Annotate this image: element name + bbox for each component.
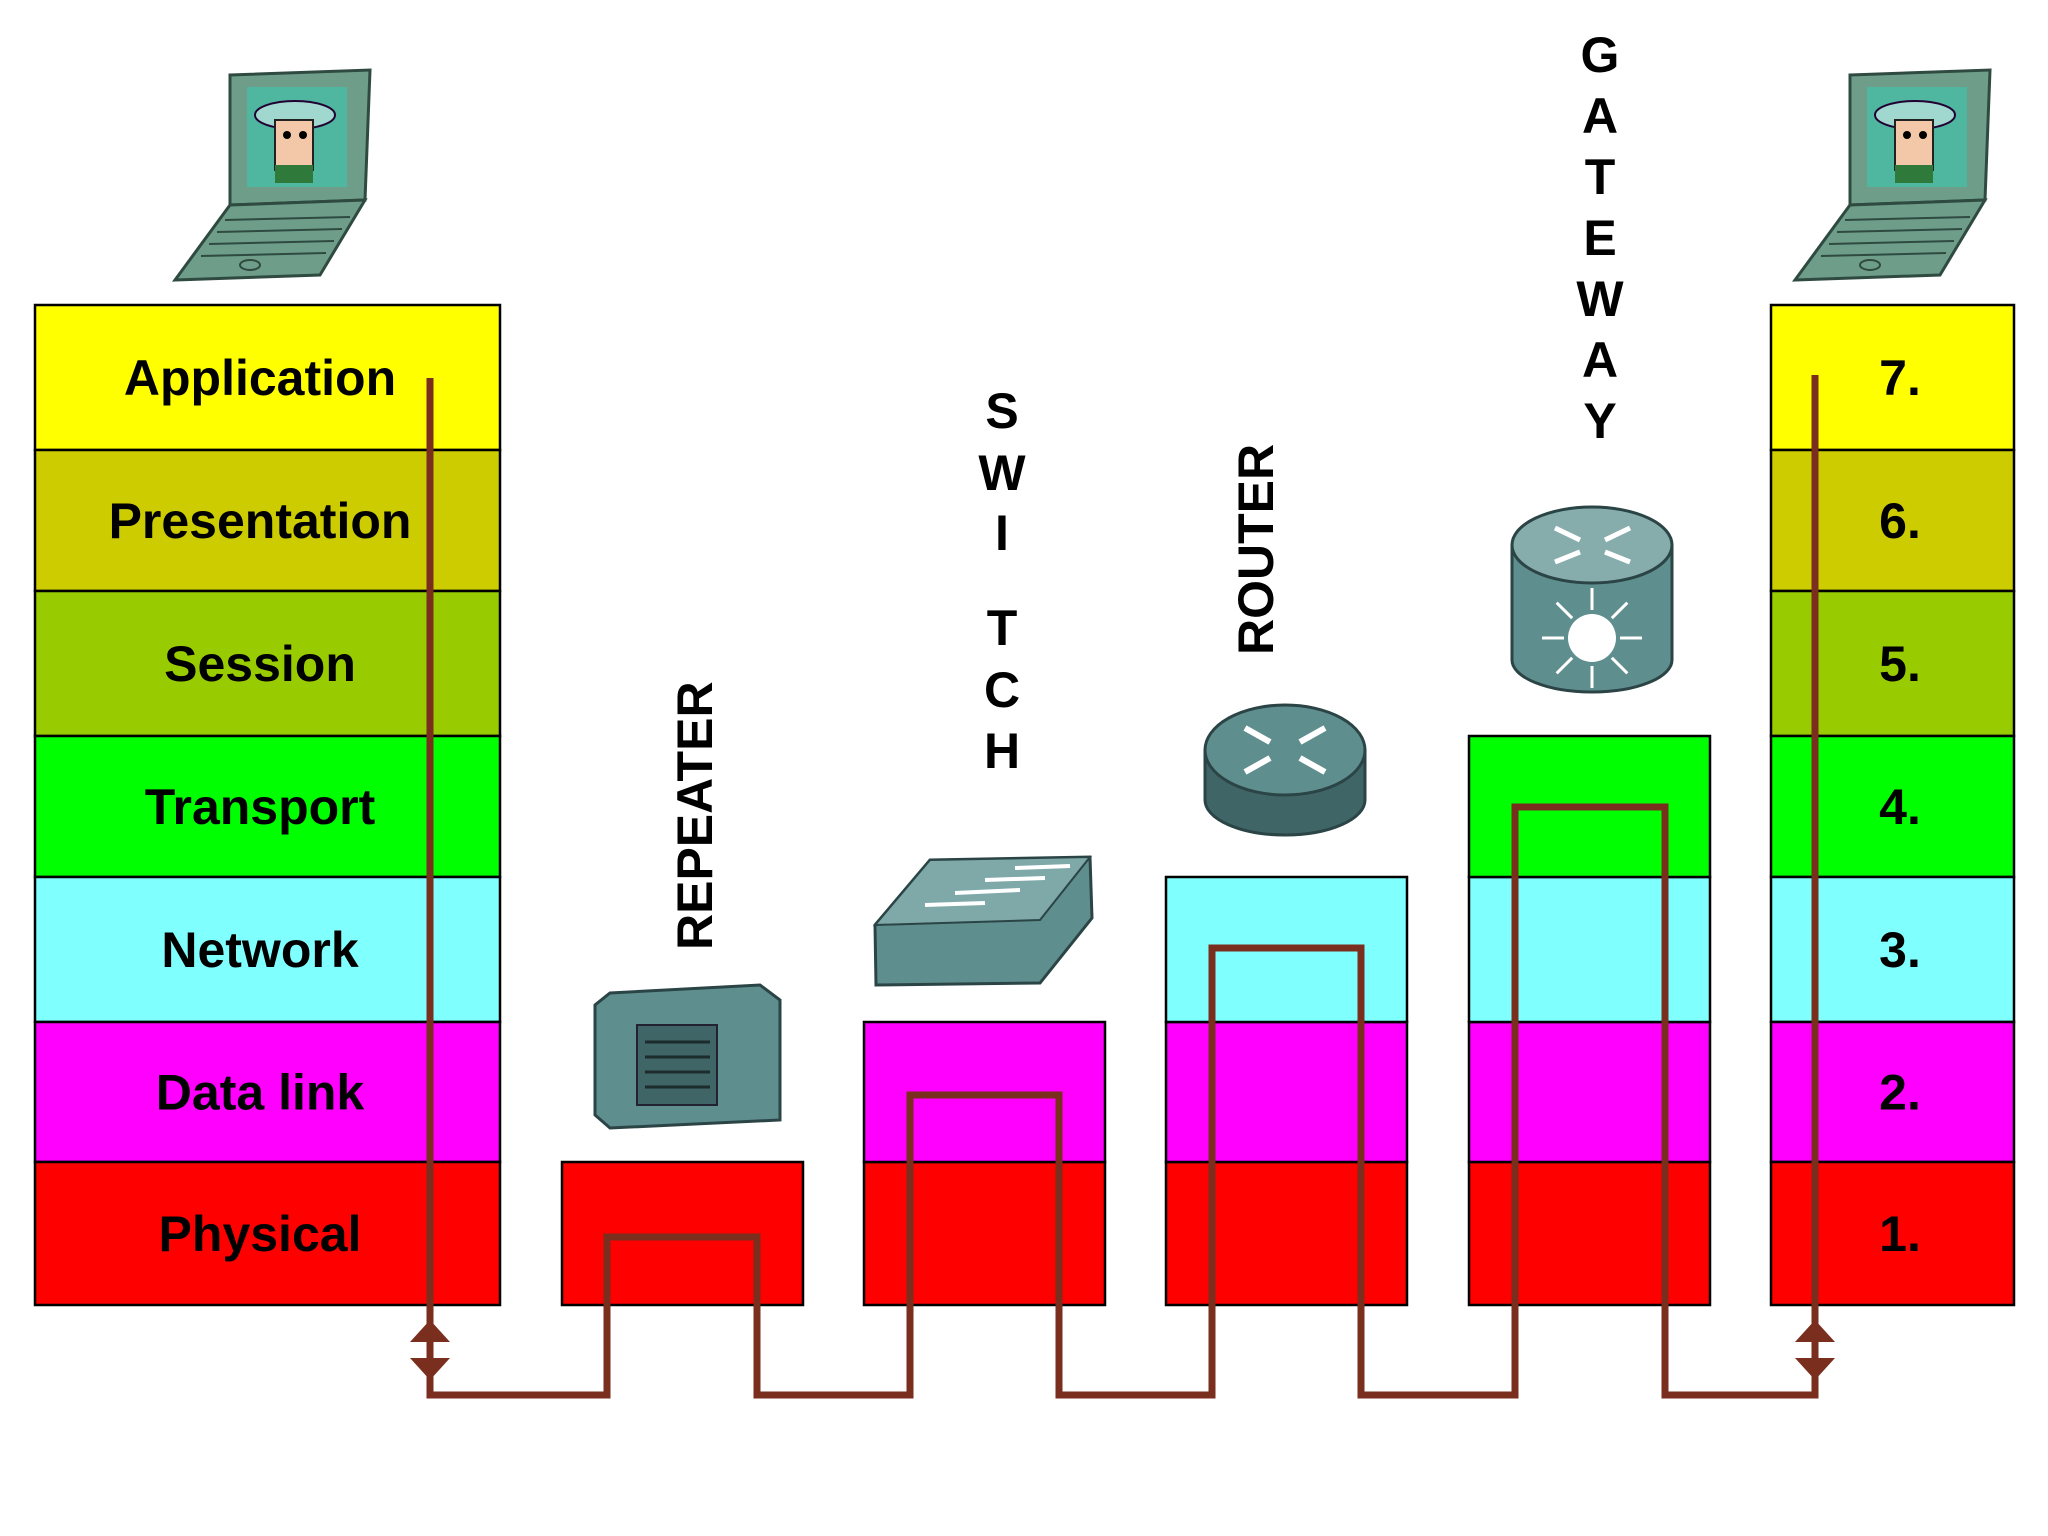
eye-icon [1903,131,1911,139]
key-row [1836,228,1963,233]
switch-icon [872,855,1094,987]
switch-label-letter: I [995,505,1009,561]
router-label: ROUTER [1228,444,1284,655]
left-layer-5 [33,589,502,738]
eye-icon [1919,131,1927,139]
switch-arrow-icon [954,888,1021,895]
device-stacks [560,734,1712,1307]
shirt-icon [1895,165,1933,183]
gateway-arrow-icon [1553,525,1582,543]
data-path-line [426,375,1819,1399]
key-row [200,252,327,257]
face-icon [1894,119,1934,171]
switch-arrow-icon [924,901,986,907]
gateway-layer-3 [1467,875,1712,1024]
key-row [224,216,351,221]
gateway-label-letter: G [1581,27,1620,83]
switch-label-letter: C [984,662,1020,718]
repeater-label: REPEATER [667,681,723,950]
router-top [1203,703,1367,797]
gateway-ray [1610,601,1629,620]
gateway-arrow-icon [1603,525,1632,543]
left-layer-label-4: Transport [145,779,376,835]
gateway-top [1510,505,1674,585]
laptop-icon [171,68,372,282]
gateway-label-letter: E [1583,210,1616,266]
repeater-front [636,1024,718,1106]
laptop-keyboard [171,198,368,282]
left-layer-6 [33,448,502,593]
left-layer-label-1: Physical [159,1206,362,1262]
right-layer-label-4: 4. [1879,779,1921,835]
right-layer-label-3: 3. [1879,922,1921,978]
switch-label-letter: T [987,600,1018,656]
right-layer-label-5: 5. [1879,636,1921,692]
right-layer-label-1: 1. [1879,1206,1921,1262]
left-layer-label-2: Data link [156,1065,365,1121]
gateway-label-letter: Y [1583,393,1616,449]
left-layer-label-7: Application [124,350,396,406]
switch-label-letter: S [985,383,1018,439]
router-layer-1 [1164,1160,1409,1307]
gateway-layer-2 [1467,1020,1712,1164]
switch-label-letter: H [984,723,1020,779]
layer-stacks: ApplicationPresentationSessionTransportN… [33,303,2016,1307]
router-arrow-icon [1243,755,1272,775]
gateway-ray [1555,656,1574,675]
router-icon [1203,703,1367,837]
data-path [410,375,1835,1399]
gateway-hub-icon [1568,614,1616,662]
gateway-label-letter: T [1585,149,1616,205]
gateway-arrow-icon [1554,549,1581,565]
gateway-label-letter: A [1582,88,1618,144]
router-arrow-icon [1243,725,1272,745]
left-layer-1 [33,1160,502,1307]
router-arrow-icon [1298,725,1327,745]
key-row [216,228,343,233]
right-layer-label-7: 7. [1879,350,1921,406]
switch-arrow-icon [1014,864,1071,870]
left-layer-7 [33,303,502,452]
gateway-label-letter: A [1582,332,1618,388]
repeater-icon [593,983,782,1130]
switch-label-letter: W [978,445,1026,501]
gateway-ray [1555,601,1574,620]
laptop-icon [1791,68,1992,282]
face-icon [274,119,314,171]
eye-icon [299,131,307,139]
router-arrow-icon [1298,755,1327,775]
left-arrow-icon [410,1320,450,1380]
left-layer-label-3: Network [161,922,358,978]
switch-arrow-icon [984,876,1046,882]
arrow-down-icon [1795,1358,1835,1380]
arrow-up-icon [1795,1320,1835,1342]
gateway-ray [1610,656,1629,675]
key-row [208,240,335,245]
right-layer-label-6: 6. [1879,493,1921,549]
key-row [1820,252,1947,257]
touchpad [1859,259,1881,271]
key-row [1828,240,1955,245]
key-row [1844,216,1971,221]
arrow-down-icon [410,1358,450,1380]
right-layer-label-2: 2. [1879,1065,1921,1121]
arrow-up-icon [410,1320,450,1342]
left-layer-label-5: Session [164,636,356,692]
gateway-icon [1510,505,1674,694]
gateway-arrow-icon [1604,549,1631,565]
router-layer-2 [1164,1020,1409,1164]
gateway-layer-1 [1467,1160,1712,1307]
right-arrow-icon [1795,1320,1835,1380]
eye-icon [283,131,291,139]
switch-layer-1 [862,1160,1107,1307]
shirt-icon [275,165,313,183]
device-icons [171,68,1992,1130]
gateway-label-letter: W [1576,271,1624,327]
left-layer-label-6: Presentation [109,493,412,549]
touchpad [239,259,261,271]
laptop-keyboard [1791,198,1988,282]
